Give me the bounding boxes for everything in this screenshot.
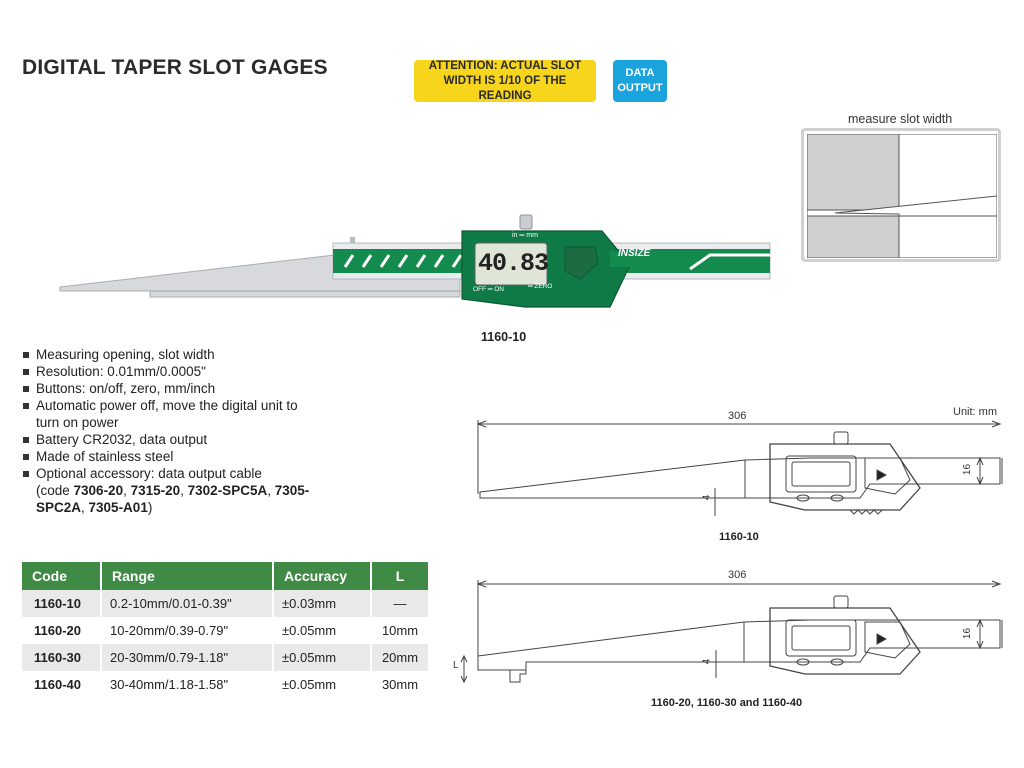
accessory-codes: (code 7306-20, 7315-20, 7302-SPC5A, 7305… <box>36 483 310 515</box>
power-label: OFF ═ ON <box>473 286 504 293</box>
accessory-code: 7302-SPC5A <box>187 483 268 498</box>
technical-drawing-bottom <box>460 580 1003 684</box>
feature-item: Measuring opening, slot width <box>22 346 326 363</box>
cell-accuracy: ±0.03mm <box>273 590 372 617</box>
cell-l: — <box>371 590 428 617</box>
unit-switch-label: in ═ mm <box>512 232 538 239</box>
feature-item: Resolution: 0.01mm/0.0005" <box>22 363 326 380</box>
measure-diagram-title: measure slot width <box>848 112 953 126</box>
cell-range: 20-30mm/0.79-1.18" <box>101 644 274 671</box>
tip-label-top: 4 <box>701 494 713 501</box>
cell-accuracy: ±0.05mm <box>273 617 372 644</box>
length-label-bottom: 306 <box>728 569 747 581</box>
cell-code: 1160-10 <box>22 590 102 617</box>
technical-drawing-top <box>476 420 1003 516</box>
accessory-code: 7305-A01 <box>88 500 148 515</box>
table-row: 1160-10 0.2-10mm/0.01-0.39" ±0.03mm — <box>22 590 428 617</box>
cell-range: 0.2-10mm/0.01-0.39" <box>101 590 274 617</box>
product-caption: 1160-10 <box>481 330 527 344</box>
cell-range: 30-40mm/1.18-1.58" <box>101 671 274 698</box>
accessory-code: 7306-20 <box>73 483 124 498</box>
attention-badge: ATTENTION: ACTUAL SLOT WIDTH IS 1/10 OF … <box>414 60 596 102</box>
height-label-bottom: 16 <box>962 627 974 640</box>
col-header-l: L <box>371 562 428 590</box>
cell-range: 10-20mm/0.39-0.79" <box>101 617 274 644</box>
cell-code: 1160-40 <box>22 671 102 698</box>
drawing-caption-top: 1160-10 <box>719 531 759 543</box>
unit-label: Unit: mm <box>953 406 997 418</box>
cell-code: 1160-30 <box>22 644 102 671</box>
cell-l: 10mm <box>371 617 428 644</box>
lcd-display <box>474 242 548 286</box>
cell-l: 20mm <box>371 644 428 671</box>
measure-diagram <box>807 134 997 258</box>
accessory-code: 7315-20 <box>130 483 181 498</box>
table-row: 1160-30 20-30mm/0.79-1.18" ±0.05mm 20mm <box>22 644 428 671</box>
feature-item: Automatic power off, move the digital un… <box>22 397 316 431</box>
accessory-code: 7305-SPC2A <box>36 483 310 515</box>
feature-item: Optional accessory: data output cable <box>22 465 326 482</box>
feature-list: Measuring opening, slot width Resolution… <box>22 346 326 516</box>
data-output-badge: DATA OUTPUT <box>613 60 667 102</box>
cell-l: 30mm <box>371 671 428 698</box>
col-header-code: Code <box>22 562 102 590</box>
cell-code: 1160-20 <box>22 617 102 644</box>
drawing-caption-bottom: 1160-20, 1160-30 and 1160-40 <box>651 697 803 709</box>
product-illustration <box>59 214 771 308</box>
spec-table: Code Range Accuracy L 1160-10 0.2-10mm/0… <box>22 562 428 698</box>
data-output-button[interactable] <box>564 246 599 280</box>
l-dimension-label: L <box>453 660 459 671</box>
cell-accuracy: ±0.05mm <box>273 671 372 698</box>
zero-label: ═ ZERO <box>528 283 553 290</box>
feature-item: Made of stainless steel <box>22 448 326 465</box>
display-reading: 40.83 <box>478 249 549 278</box>
thumb-wheel[interactable] <box>519 214 533 230</box>
length-label-top: 306 <box>728 410 747 422</box>
height-label-top: 16 <box>962 463 974 476</box>
col-header-range: Range <box>101 562 274 590</box>
page-title: DIGITAL TAPER SLOT GAGES <box>22 56 328 79</box>
brand-logo: INSIZE <box>618 248 651 259</box>
table-row: 1160-40 30-40mm/1.18-1.58" ±0.05mm 30mm <box>22 671 428 698</box>
table-row: 1160-20 10-20mm/0.39-0.79" ±0.05mm 10mm <box>22 617 428 644</box>
col-header-accuracy: Accuracy <box>273 562 372 590</box>
feature-item: Buttons: on/off, zero, mm/inch <box>22 380 326 397</box>
tip-label-bottom: 4 <box>701 658 713 665</box>
cell-accuracy: ±0.05mm <box>273 644 372 671</box>
feature-item: Battery CR2032, data output <box>22 431 326 448</box>
